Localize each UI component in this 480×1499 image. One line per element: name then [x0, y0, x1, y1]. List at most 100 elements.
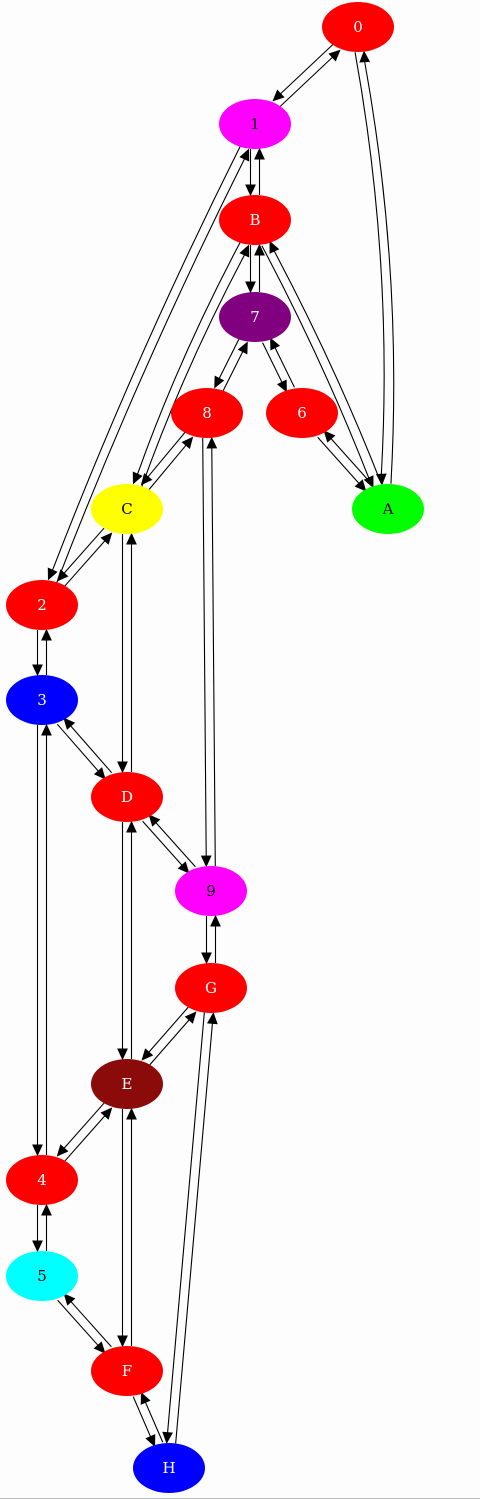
edge-A-to-6	[330, 438, 373, 486]
edge-D-to-3	[70, 725, 113, 774]
arrowhead-A-to-0	[359, 50, 371, 63]
edge-9-to-8	[211, 447, 216, 866]
node-6: 6	[266, 388, 338, 438]
node-ellipse-7	[219, 292, 291, 342]
arrowhead-6-to-7	[270, 337, 281, 351]
edge-C-to-2	[63, 526, 106, 574]
arrowhead-E-to-4	[56, 1144, 69, 1157]
node-ellipse-0	[322, 2, 394, 52]
edge-D-to-9	[142, 820, 183, 866]
node-9: 9	[175, 866, 247, 916]
node-ellipse-2	[6, 580, 78, 630]
node-ellipse-D	[91, 772, 163, 822]
arrowhead-E-to-G	[184, 1011, 197, 1024]
edge-4-to-E	[63, 1115, 106, 1163]
edge-0-to-A	[354, 52, 385, 475]
arrowhead-D-to-E	[117, 1048, 128, 1061]
edge-7-to-8	[218, 338, 240, 379]
arrowhead-C-to-2	[56, 569, 69, 582]
node-D: D	[91, 772, 163, 822]
arrowhead-C-to-D	[117, 761, 128, 774]
arrowhead-3-to-4	[32, 1144, 43, 1157]
edge-G-to-H	[167, 1012, 205, 1433]
arrowhead-8-to-C	[140, 472, 153, 486]
node-C: C	[91, 484, 163, 534]
node-4: 4	[6, 1155, 78, 1205]
arrowhead-9-to-D	[148, 814, 161, 827]
node-label-D: D	[121, 788, 133, 806]
edge-A-to-B	[273, 250, 382, 484]
node-label-5: 5	[37, 1267, 47, 1285]
node-label-E: E	[122, 1075, 133, 1093]
edge-2-to-C	[63, 540, 106, 588]
node-0: 0	[322, 2, 394, 52]
node-ellipse-H	[133, 1443, 205, 1493]
node-label-0: 0	[353, 18, 363, 36]
node-label-H: H	[162, 1459, 175, 1477]
node-label-9: 9	[206, 882, 216, 900]
node-label-6: 6	[297, 404, 307, 422]
edge-7-to-6	[262, 342, 283, 383]
arrowhead-F-to-5	[63, 1293, 76, 1306]
arrowhead-3-to-D	[93, 767, 106, 780]
edge-F-to-5	[70, 1301, 112, 1348]
arrowhead-A-to-6	[323, 430, 336, 443]
node-ellipse-3	[6, 675, 78, 725]
node-ellipse-4	[6, 1155, 78, 1205]
node-ellipse-1	[219, 99, 291, 149]
node-label-4: 4	[37, 1171, 47, 1189]
edge-3-to-D	[56, 723, 99, 772]
arrowhead-G-to-E	[141, 1048, 154, 1061]
node-label-1: 1	[250, 115, 260, 133]
edges-layer	[32, 43, 395, 1447]
node-label-B: B	[249, 211, 260, 229]
edge-H-to-F	[144, 1402, 164, 1443]
node-label-C: C	[121, 500, 132, 518]
edge-B-to-C	[137, 241, 241, 475]
arrowhead-4-to-5	[32, 1240, 43, 1253]
arrowhead-2-to-C	[100, 532, 113, 545]
edge-0-to-1	[280, 43, 334, 95]
arrowhead-7-to-B	[254, 243, 265, 256]
node-label-8: 8	[202, 404, 212, 422]
arrowhead-8-to-9	[200, 855, 212, 868]
arrowhead-C-to-8	[181, 436, 194, 450]
arrowhead-7-to-8	[214, 375, 225, 389]
node-ellipse-A	[352, 484, 424, 534]
edge-B-to-A	[261, 245, 370, 479]
node-label-G: G	[205, 979, 217, 997]
edge-9-to-D	[155, 822, 196, 868]
arrowhead-5-to-4	[41, 1203, 52, 1216]
edge-6-to-7	[274, 347, 295, 388]
node-label-3: 3	[37, 691, 47, 709]
edge-8-to-9	[202, 438, 207, 857]
node-ellipse-G	[175, 963, 247, 1013]
node-E: E	[91, 1059, 163, 1109]
arrowhead-C-to-B	[239, 244, 250, 258]
arrowhead-2-to-3	[32, 664, 43, 677]
edge-G-to-E	[148, 1006, 190, 1053]
arrowhead-9-to-G	[201, 952, 212, 965]
arrowhead-B-to-C	[132, 471, 143, 485]
arrowhead-1-to-2	[47, 567, 58, 581]
arrowhead-4-to-3	[41, 723, 52, 736]
arrowhead-G-to-H	[162, 1431, 173, 1444]
node-G: G	[175, 963, 247, 1013]
node-ellipse-E	[91, 1059, 163, 1109]
arrowhead-D-to-9	[177, 861, 190, 874]
node-7: 7	[219, 292, 291, 342]
node-5: 5	[6, 1251, 78, 1301]
node-1: 1	[219, 99, 291, 149]
node-A: A	[352, 484, 424, 534]
node-H: H	[133, 1443, 205, 1493]
arrowhead-1-to-0	[328, 49, 341, 62]
arrowhead-1-to-B	[245, 184, 256, 197]
arrowhead-A-to-B	[269, 240, 280, 254]
edge-F-to-H	[132, 1396, 152, 1437]
arrowhead-G-to-9	[210, 914, 221, 927]
arrowhead-4-to-E	[100, 1107, 113, 1120]
node-ellipse-9	[175, 866, 247, 916]
arrowhead-B-to-1	[254, 147, 265, 160]
